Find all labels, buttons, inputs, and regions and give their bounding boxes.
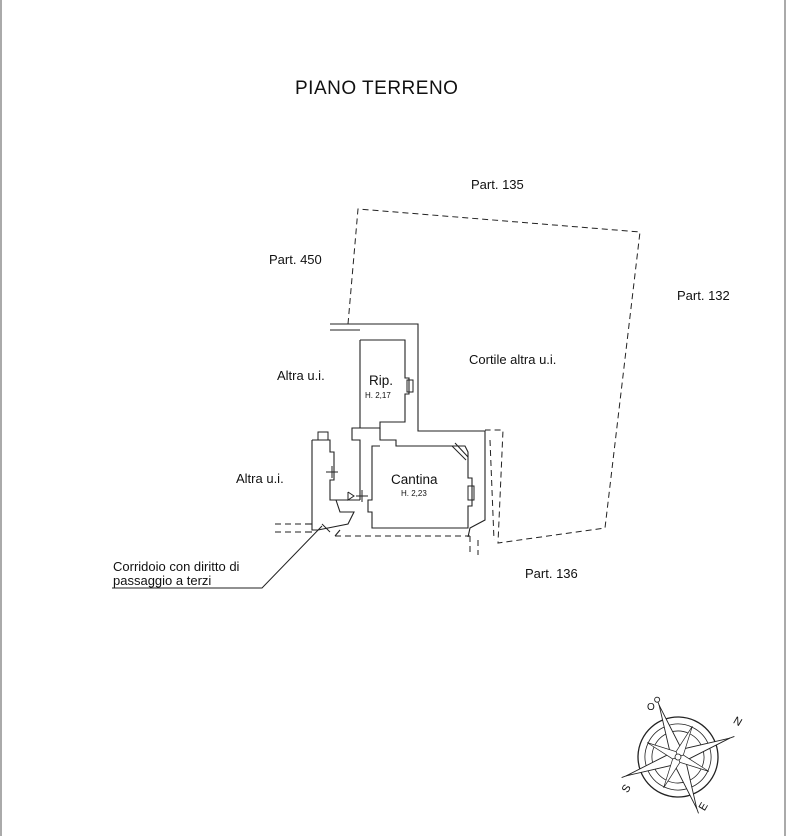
- parcel-450-label: Part. 450: [269, 252, 322, 267]
- compass-e-label: E: [697, 801, 711, 813]
- room-rip-height: H. 2,17: [365, 391, 391, 400]
- compass-n-label: N: [731, 715, 744, 729]
- other-unit-upper-label: Altra u.i.: [277, 368, 325, 383]
- parcel-132-label: Part. 132: [677, 288, 730, 303]
- compass-s-label: S: [620, 783, 634, 795]
- corridor-leader-line: [112, 525, 323, 589]
- plan-title: PIANO TERRENO: [295, 78, 459, 99]
- courtyard-boundary: [347, 208, 641, 544]
- building-walls: [305, 323, 486, 538]
- parcel-boundaries: [275, 439, 495, 555]
- room-cantina-height: H. 2,23: [401, 489, 427, 498]
- window-marks: [317, 379, 475, 501]
- courtyard-label: Cortile altra u.i.: [469, 352, 557, 367]
- compass-o-label: O: [647, 702, 655, 713]
- other-unit-lower-label: Altra u.i.: [236, 471, 284, 486]
- parcel-135-label: Part. 135: [471, 177, 524, 192]
- room-rip-name: Rip.: [369, 373, 394, 388]
- parcel-136-label: Part. 136: [525, 566, 578, 581]
- room-cantina-name: Cantina: [391, 472, 438, 487]
- compass-rose: [621, 696, 735, 814]
- corridor-note-line2: passaggio a terzi: [113, 573, 212, 588]
- corridor-note-line1: Corridoio con diritto di: [113, 559, 240, 574]
- door-marks: [321, 466, 368, 533]
